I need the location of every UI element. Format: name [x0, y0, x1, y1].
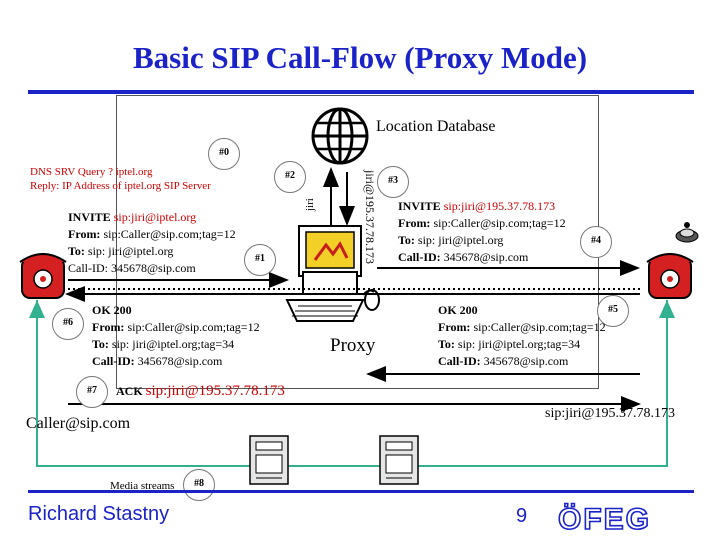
bell-icon — [675, 222, 699, 243]
location-database-label: Location Database — [376, 118, 496, 135]
from-value: sip:Caller@sip.com;tag=12 — [103, 227, 236, 241]
dns-query-text: DNS SRV Query ? iptel.org — [30, 166, 153, 178]
callid-value: Call-ID: 345678@sip.com — [68, 261, 196, 275]
footer-rule — [28, 490, 694, 493]
from-label: From: — [92, 320, 125, 334]
to-value: sip: jiri@iptel.org;tag=34 — [111, 337, 235, 351]
from-label: From: — [398, 216, 431, 230]
proxy-label: Proxy — [330, 335, 376, 356]
slide-title: Basic SIP Call-Flow (Proxy Mode) — [132, 40, 588, 75]
reply-label: jiri@195.37.78.173 — [363, 170, 377, 265]
from-label: From: — [438, 320, 471, 334]
ack-message: ACK sip:jiri@195.37.78.173 — [116, 383, 285, 400]
invite-uri: sip:jiri@195.37.78.173 — [443, 199, 556, 213]
presenter-name: Richard Stastny — [28, 503, 170, 525]
callid-label: Call-ID: — [438, 354, 481, 368]
from-value: sip:Caller@sip.com;tag=12 — [127, 320, 260, 334]
query-label: jiri — [304, 198, 316, 211]
step-marker: #5 — [597, 295, 629, 327]
dns-reply-text: Reply: IP Address of iptel.org SIP Serve… — [30, 180, 211, 192]
server-icon — [379, 435, 419, 485]
callee-label: sip:jiri@195.37.78.173 — [545, 406, 675, 421]
server-icon — [249, 435, 289, 485]
from-label: From: — [68, 227, 101, 241]
step-marker: #6 — [52, 308, 84, 340]
ok-status: OK 200 — [92, 303, 132, 317]
step-marker: #0 — [208, 138, 240, 170]
media-streams-label: Media streams — [110, 480, 175, 492]
page-number: 9 — [516, 505, 528, 527]
step-marker: #3 — [377, 166, 409, 198]
step-marker: #4 — [580, 226, 612, 258]
ok-message-right: OK 200 From: sip:Caller@sip.com;tag=12 T… — [438, 302, 606, 370]
step-marker: #2 — [274, 161, 306, 193]
invite-message-1: INVITE sip:jiri@iptel.org From: sip:Call… — [68, 209, 236, 277]
to-label: To: — [398, 233, 415, 247]
callid-value: 345678@sip.com — [483, 354, 569, 368]
to-label: To: — [68, 244, 85, 258]
callee-phone-icon — [646, 253, 694, 299]
ack-uri: sip:jiri@195.37.78.173 — [145, 383, 285, 399]
step-marker: #7 — [76, 376, 108, 408]
invite-message-2: INVITE sip:jiri@195.37.78.173 From: sip:… — [398, 198, 566, 266]
media-stream-line — [36, 300, 668, 467]
to-value: sip: jiri@iptel.org;tag=34 — [457, 337, 581, 351]
from-value: sip:Caller@sip.com;tag=12 — [433, 216, 566, 230]
globe-icon — [311, 107, 369, 165]
title-rule — [28, 90, 694, 94]
caller-phone-icon — [19, 253, 67, 299]
callid-value: 345678@sip.com — [137, 354, 223, 368]
ok-status: OK 200 — [438, 303, 478, 317]
callid-label: Call-ID: — [92, 354, 135, 368]
callid-value: 345678@sip.com — [443, 250, 529, 264]
to-label: To: — [92, 337, 109, 351]
invite-uri: sip:jiri@iptel.org — [113, 210, 197, 224]
to-value: sip: jiri@iptel.org — [87, 244, 174, 258]
caller-label: Caller@sip.com — [26, 415, 131, 432]
ack-method: ACK — [116, 384, 143, 398]
step-marker: #1 — [244, 244, 276, 276]
to-label: To: — [438, 337, 455, 351]
to-value: sip: jiri@iptel.org — [417, 233, 504, 247]
callid-label: Call-ID: — [398, 250, 441, 264]
step-marker: #8 — [183, 469, 215, 501]
ok-message-left: OK 200 From: sip:Caller@sip.com;tag=12 T… — [92, 302, 260, 370]
invite-method: INVITE — [68, 210, 111, 224]
from-value: sip:Caller@sip.com;tag=12 — [473, 320, 606, 334]
invite-method: INVITE — [398, 199, 441, 213]
